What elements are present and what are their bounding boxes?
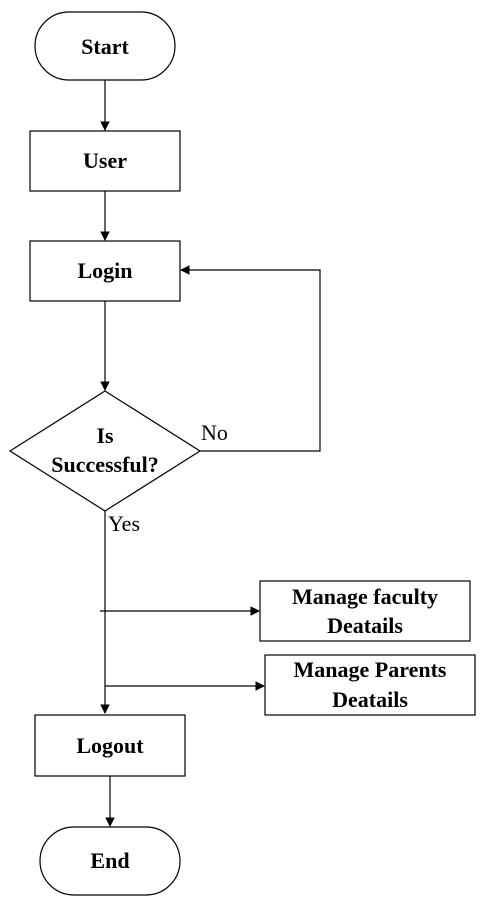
end-label: End: [90, 848, 129, 873]
decision-diamond: [8, 390, 202, 512]
decision-label-line2: Successful?: [51, 452, 159, 477]
yes-label: Yes: [108, 511, 140, 536]
logout-label: Logout: [76, 733, 144, 758]
start-label: Start: [81, 34, 129, 59]
manage-faculty-label-line2: Deatails: [327, 613, 403, 638]
start-terminal: [34, 11, 176, 81]
user-label: User: [83, 148, 127, 173]
manage-faculty-process: [259, 580, 471, 642]
no-label: No: [201, 420, 228, 445]
manage-parents-label-line1: Manage Parents: [294, 657, 447, 682]
user-process: [29, 130, 181, 192]
manage-parents-label-line2: Deatails: [332, 687, 408, 712]
edge-decision-no-to-login: [180, 265, 321, 452]
end-terminal: [39, 826, 181, 896]
manage-faculty-label-line1: Manage faculty: [292, 584, 438, 609]
login-label: Login: [77, 258, 132, 283]
login-process: [29, 240, 181, 302]
manage-parents-process: [264, 654, 476, 716]
decision-label-line1: Is: [96, 423, 114, 448]
logout-process: [34, 714, 186, 777]
